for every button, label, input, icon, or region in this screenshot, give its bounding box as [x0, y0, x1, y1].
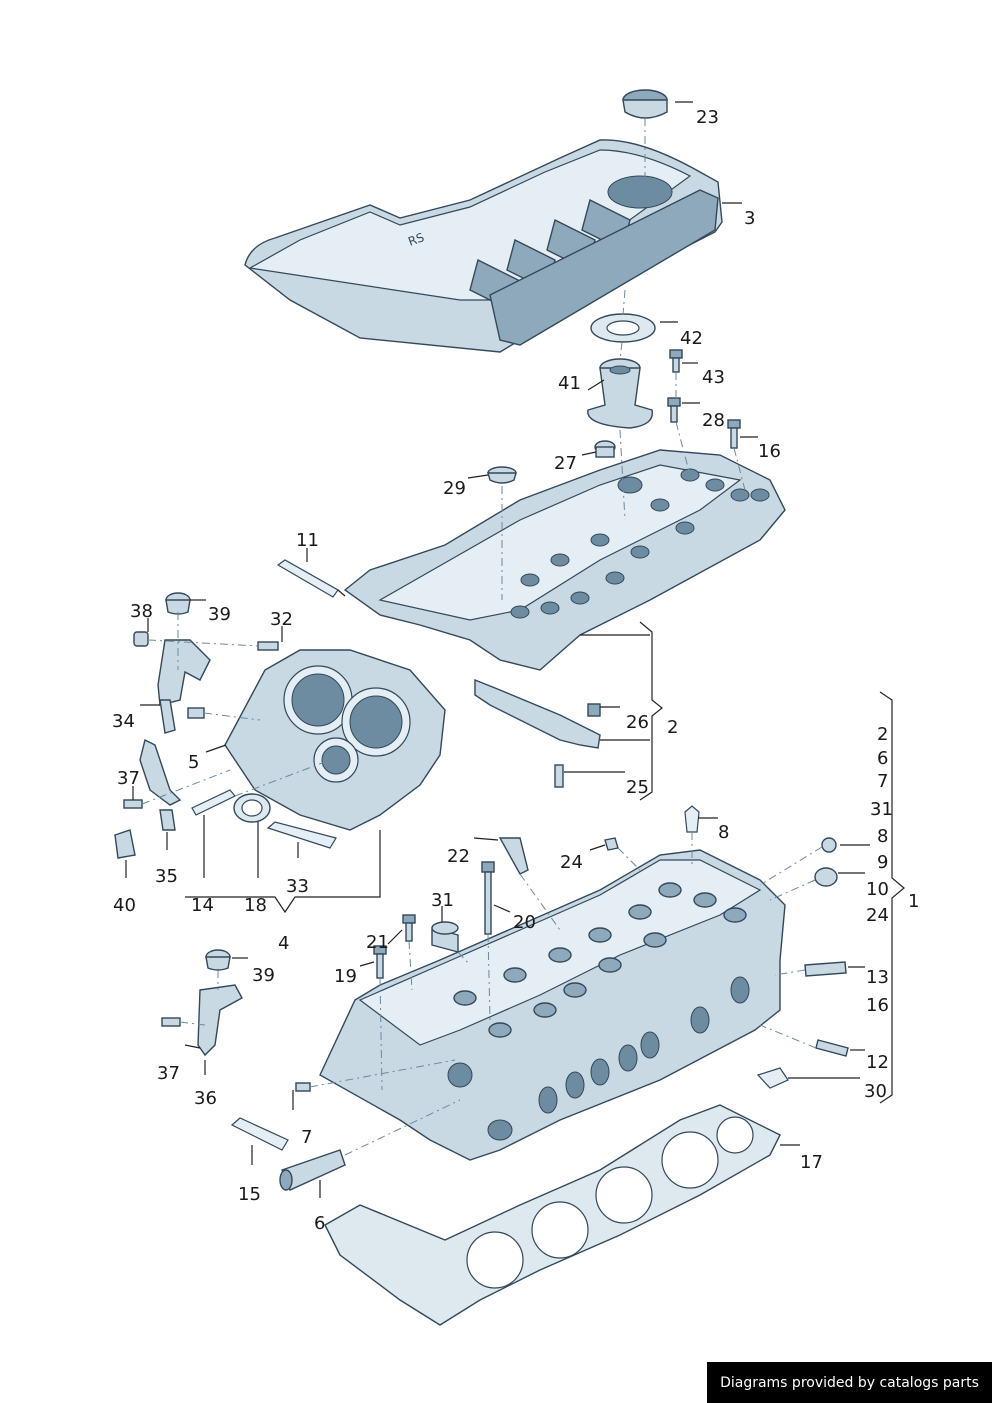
- callout-41: 41: [558, 373, 581, 394]
- sealant-tube-11: [276, 559, 346, 598]
- callout-33: 33: [286, 876, 309, 897]
- small-bolts: [667, 349, 741, 449]
- callout-4: 4: [278, 933, 289, 954]
- callout-43: 43: [702, 367, 725, 388]
- group-label-31: 31: [870, 799, 893, 820]
- timing-cover: [224, 649, 446, 831]
- head-small-parts: [373, 805, 849, 1089]
- bracket-rail: [474, 678, 601, 788]
- callout-12: 12: [866, 1052, 889, 1073]
- callout-16: 16: [758, 441, 781, 462]
- callout-16b: 16: [866, 995, 889, 1016]
- callout-32: 32: [270, 609, 293, 630]
- callout-5: 5: [188, 752, 199, 773]
- callout-28: 28: [702, 410, 725, 431]
- callout-37b: 37: [157, 1063, 180, 1084]
- callout-40: 40: [113, 895, 136, 916]
- callout-11: 11: [296, 530, 319, 551]
- svg-text:RS: RS: [406, 230, 426, 249]
- callout-24: 24: [560, 852, 583, 873]
- callout-18: 18: [244, 895, 267, 916]
- group-label-9: 9: [877, 852, 888, 873]
- callout-25: 25: [626, 777, 649, 798]
- callout-22: 22: [447, 846, 470, 867]
- callout-39b: 39: [252, 965, 275, 986]
- guide-lines: [141, 118, 823, 1156]
- callout-13: 13: [866, 967, 889, 988]
- seal-ring: [590, 313, 656, 343]
- bottom-left-parts: [161, 949, 346, 1191]
- callout-23: 23: [696, 107, 719, 128]
- callout-36: 36: [194, 1088, 217, 1109]
- leader-lines: [125, 101, 905, 1198]
- group-label-8: 8: [877, 826, 888, 847]
- callout-19: 19: [334, 966, 357, 987]
- filler-neck: [587, 358, 654, 429]
- callout-7: 7: [301, 1127, 312, 1148]
- head-gasket: [324, 1104, 781, 1326]
- callout-42: 42: [680, 328, 703, 349]
- callout-21: 21: [366, 932, 389, 953]
- callout-39: 39: [208, 604, 231, 625]
- left-small-parts: [114, 592, 337, 859]
- callout-27: 27: [554, 453, 577, 474]
- callout-1: 1: [908, 891, 919, 912]
- callout-35: 35: [155, 866, 178, 887]
- callout-26: 26: [626, 712, 649, 733]
- callout-38: 38: [130, 601, 153, 622]
- group-label-24: 24: [866, 905, 889, 926]
- attribution-text: Diagrams provided by catalogs parts: [720, 1374, 979, 1391]
- callout-15: 15: [238, 1184, 261, 1205]
- group-label-6: 6: [877, 748, 888, 769]
- engine-cover: RS: [244, 139, 723, 353]
- callout-3: 3: [744, 208, 755, 229]
- callout-37: 37: [117, 768, 140, 789]
- caps: [487, 440, 616, 484]
- camshaft-housing: [343, 449, 786, 671]
- callout-labels: 23 3 42 43 41 28 16 27 29 11 38 39 32 34…: [112, 107, 919, 1234]
- attribution-footer: Diagrams provided by catalogs parts: [707, 1362, 992, 1403]
- callout-14: 14: [191, 895, 214, 916]
- oil-filler-cap: [622, 89, 668, 119]
- callout-29: 29: [443, 478, 466, 499]
- callout-8: 8: [718, 822, 729, 843]
- callout-20: 20: [513, 912, 536, 933]
- callout-17: 17: [800, 1152, 823, 1173]
- group-label-7: 7: [877, 771, 888, 792]
- callout-2: 2: [667, 717, 678, 738]
- callout-30: 30: [864, 1081, 887, 1102]
- cylinder-head: [319, 849, 786, 1161]
- callout-31: 31: [431, 890, 454, 911]
- callout-34: 34: [112, 711, 135, 732]
- group-label-2: 2: [877, 724, 888, 745]
- group-label-10: 10: [866, 879, 889, 900]
- callout-6: 6: [314, 1213, 325, 1234]
